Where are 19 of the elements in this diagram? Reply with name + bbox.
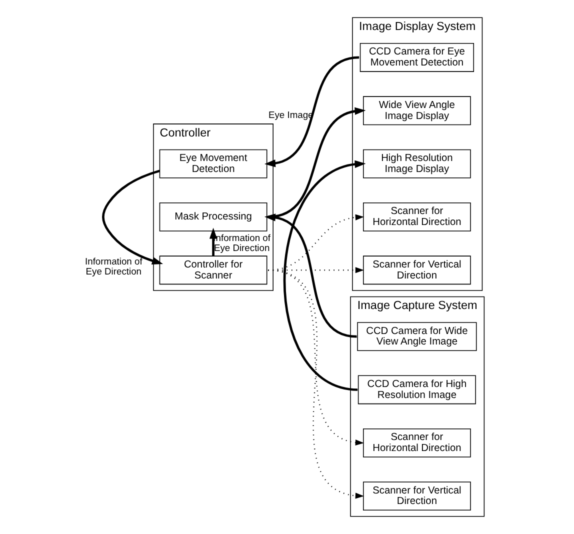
node-box: High Resolution Image Display <box>363 149 471 178</box>
node-box: CCD Camera for Wide View Angle Image <box>357 322 477 352</box>
arrow <box>102 170 164 265</box>
arrow <box>283 160 366 391</box>
edge-label: Information of Eye Direction <box>85 256 142 277</box>
arrow <box>264 214 357 338</box>
node-box: CCD Camera for Eye Movement Detection <box>360 43 474 72</box>
node-box: Eye Movement Detection <box>159 149 268 178</box>
node-box: Mask Processing <box>159 202 268 232</box>
node-box: Scanner for Vertical Direction <box>363 482 471 511</box>
node-box: Controller for Scanner <box>159 256 268 285</box>
node-box: Scanner for Horizontal Direction <box>363 428 471 458</box>
node-box: CCD Camera for High Resolution Image <box>358 375 476 404</box>
node-box: Scanner for Vertical Direction <box>363 256 471 285</box>
node-box: Wide View Angle Image Display <box>363 96 471 126</box>
arrow <box>209 228 218 256</box>
node-box: Scanner for Horizontal Direction <box>363 202 471 232</box>
arrow <box>268 270 364 499</box>
arrow <box>264 56 360 168</box>
